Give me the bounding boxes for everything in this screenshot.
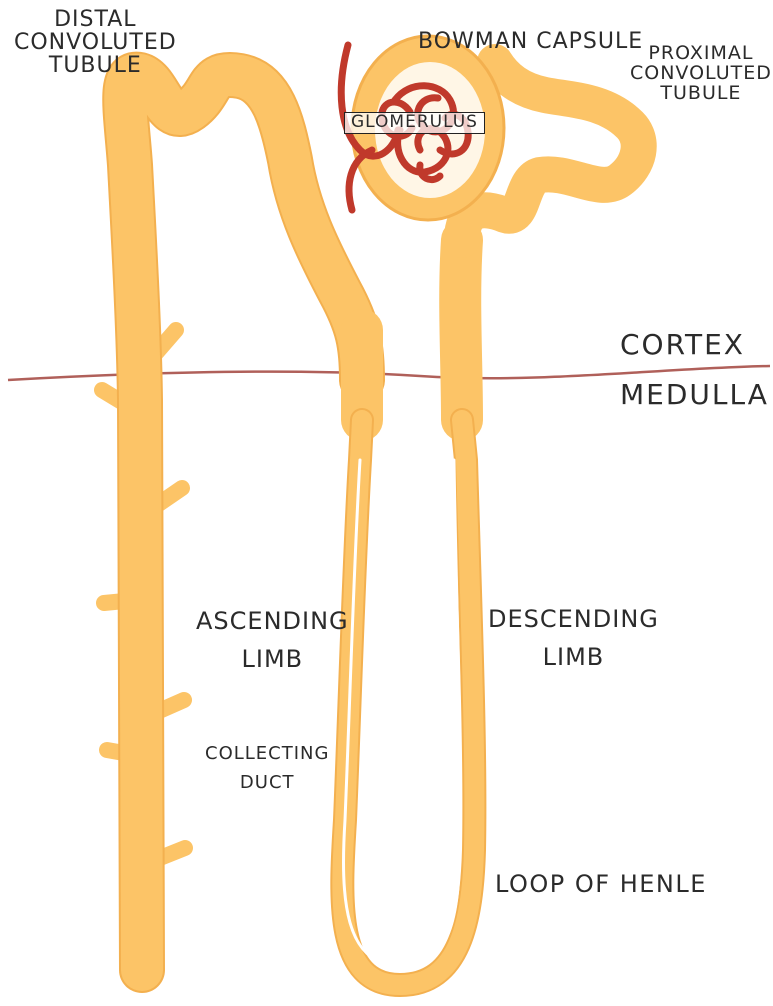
collecting-line-1: COLLECTING xyxy=(205,740,329,769)
label-ascending-limb: ASCENDING LIMB xyxy=(196,602,349,679)
cortex-text: CORTEX xyxy=(620,330,745,359)
bowman-text: BOWMAN CAPSULE xyxy=(418,30,643,53)
label-loop-of-henle: LOOP OF HENLE xyxy=(495,872,707,897)
collecting-line-2: DUCT xyxy=(205,769,329,798)
distal-line-3: TUBULE xyxy=(14,54,177,77)
label-proximal-convoluted-tubule: PROXIMAL CONVOLUTED TUBULE xyxy=(630,44,772,104)
label-medulla: MEDULLA xyxy=(620,380,769,409)
descending-line-2: LIMB xyxy=(488,638,659,676)
proximal-line-3: TUBULE xyxy=(630,84,772,104)
loop-of-henle xyxy=(342,420,474,985)
ascending-line-2: LIMB xyxy=(196,640,349,678)
label-bowman-capsule: BOWMAN CAPSULE xyxy=(418,30,643,53)
loop-text: LOOP OF HENLE xyxy=(495,872,707,897)
medulla-text: MEDULLA xyxy=(620,380,769,409)
ascending-line-1: ASCENDING xyxy=(196,602,349,640)
proximal-line-1: PROXIMAL xyxy=(630,44,772,64)
label-cortex: CORTEX xyxy=(620,330,745,359)
glomerulus-text: GLOMERULUS xyxy=(351,114,478,132)
label-descending-limb: DESCENDING LIMB xyxy=(488,600,659,677)
label-distal-convoluted-tubule: DISTAL CONVOLUTED TUBULE xyxy=(14,8,177,77)
label-glomerulus: GLOMERULUS xyxy=(344,112,485,134)
descending-line-1: DESCENDING xyxy=(488,600,659,638)
distal-line-1: DISTAL xyxy=(14,8,177,31)
distal-line-2: CONVOLUTED xyxy=(14,31,177,54)
proximal-line-2: CONVOLUTED xyxy=(630,64,772,84)
label-collecting-duct: COLLECTING DUCT xyxy=(205,740,329,798)
